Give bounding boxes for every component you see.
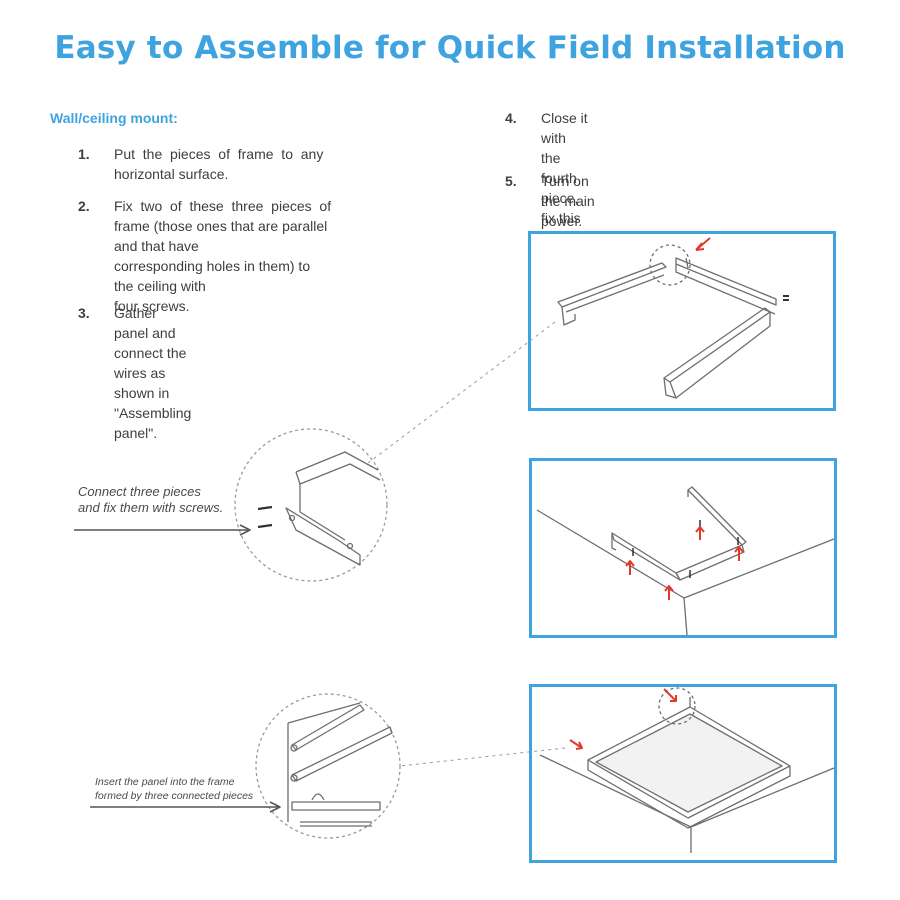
step-line: "Assembling panel". bbox=[114, 405, 192, 441]
figure-frame-ceiling bbox=[529, 458, 837, 638]
step-number: 1. bbox=[78, 146, 90, 162]
callout-line: Insert the panel into the frame bbox=[95, 776, 235, 788]
frame-pieces-drawing bbox=[557, 244, 789, 399]
step-number: 3. bbox=[78, 305, 90, 321]
step-line: horizontal surface. bbox=[114, 166, 229, 182]
step-line: corresponding holes in them) to the ceil… bbox=[114, 258, 311, 294]
page-title: Easy to Assemble for Quick Field Install… bbox=[54, 30, 846, 66]
ceiling-frame-drawing bbox=[536, 486, 835, 636]
step-line: four screws. bbox=[114, 298, 190, 314]
step-line: Close it with the fourth piece, bbox=[541, 110, 588, 206]
callout-line: and fix them with screws. bbox=[78, 500, 224, 515]
step-number: 2. bbox=[78, 198, 90, 214]
callout-insert-panel: Insert the panel into the frame formed b… bbox=[95, 775, 253, 803]
step-number: 5. bbox=[505, 173, 517, 189]
panel-insert-detail-drawing bbox=[255, 693, 401, 839]
screw-detail-drawing bbox=[234, 428, 388, 582]
callout-connect-pieces: Connect three pieces and fix them with s… bbox=[78, 484, 223, 516]
mount-subheading: Wall/ceiling mount: bbox=[50, 110, 178, 126]
step-line: Gather panel and connect the wires as sh… bbox=[114, 305, 187, 401]
step-number: 4. bbox=[505, 110, 517, 126]
panel-frame-drawing bbox=[539, 687, 835, 853]
step-line: Put the pieces of frame to any bbox=[114, 146, 324, 162]
callout-line: formed by three connected pieces bbox=[95, 790, 254, 802]
step-line: frame (those ones that are parallel and … bbox=[114, 218, 328, 254]
callout-line: Connect three pieces bbox=[78, 484, 201, 499]
step-line: Fix two of these three pieces of bbox=[114, 198, 332, 214]
